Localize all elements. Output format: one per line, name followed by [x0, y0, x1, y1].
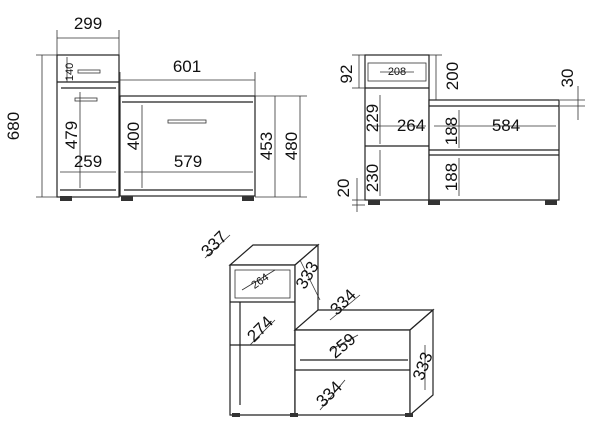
iso-bench-side — [409, 308, 434, 417]
dim-shelf-mid: 188 — [442, 117, 461, 145]
dim-iso-depth-top: 337 — [197, 227, 230, 260]
iso-drawer — [234, 269, 291, 299]
dim-door-height: 479 — [62, 121, 81, 149]
foot — [428, 200, 440, 205]
dim-bench-side-height: 480 — [282, 132, 301, 160]
dim-shelf-upper: 229 — [363, 104, 382, 132]
foot — [242, 196, 254, 201]
dim-depth-inner: 264 — [397, 116, 425, 135]
side-drawer — [367, 62, 427, 82]
dim-bench-height: 453 — [257, 132, 276, 160]
front-view: 299 601 680 140 479 400 453 480 259 579 — [4, 14, 307, 201]
dim-foot-height: 20 — [334, 179, 353, 198]
side-cabinet-body — [364, 54, 430, 201]
bench-drawer-handle — [167, 119, 207, 124]
front-dimension-lines — [36, 30, 307, 198]
dim-inner-width-right: 579 — [174, 152, 202, 171]
side-dimension-lines — [352, 54, 585, 212]
dim-bench-depth: 584 — [492, 116, 520, 135]
dim-shelf-bottom: 188 — [442, 163, 461, 191]
dim-inner-width-left: 259 — [74, 152, 102, 171]
drawer-handle — [77, 69, 101, 74]
dim-seat-thickness: 30 — [558, 69, 577, 88]
dim-drawer-height: 200 — [443, 62, 462, 90]
door-handle — [74, 97, 98, 102]
dim-bench-drawer-height: 400 — [124, 122, 143, 150]
iso-view: 337 264 333 334 274 259 334 333 — [197, 227, 437, 417]
dim-drawer-inner-width: 208 — [388, 66, 406, 78]
foot — [232, 413, 240, 417]
iso-dimension-lines — [204, 234, 426, 411]
foot — [60, 196, 72, 201]
dim-bench-width: 601 — [173, 57, 201, 76]
dim-shelf-lower: 230 — [363, 164, 382, 192]
foot — [121, 196, 133, 201]
front-bench-body — [119, 95, 256, 197]
dim-top-height: 92 — [337, 65, 356, 84]
dim-total-height: 680 — [4, 112, 23, 140]
dim-drawer-height: 140 — [64, 63, 76, 81]
side-view: 92 208 200 30 229 264 188 584 230 188 20 — [334, 54, 585, 212]
dim-cabinet-width: 299 — [74, 14, 102, 33]
iso-seat-top — [293, 309, 435, 331]
foot — [545, 200, 557, 205]
foot — [405, 413, 413, 417]
foot — [290, 413, 298, 417]
foot — [368, 200, 380, 205]
